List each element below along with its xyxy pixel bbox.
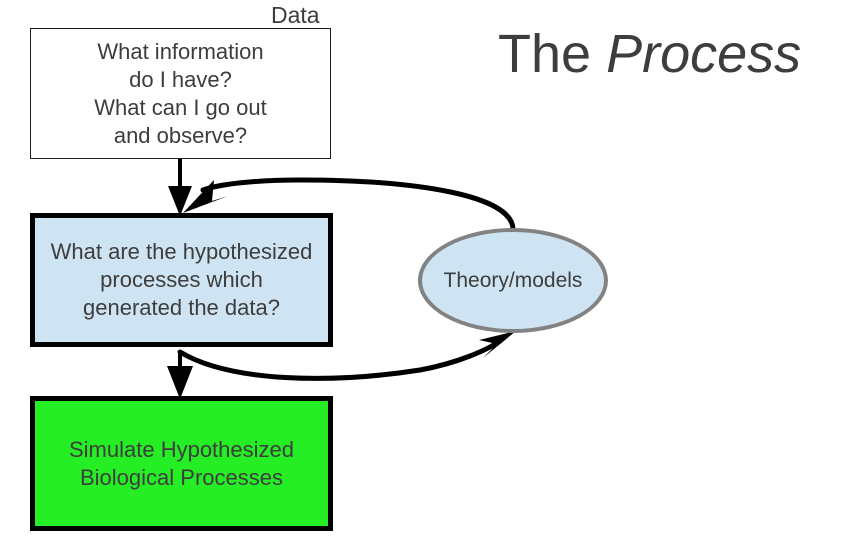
simulate-box-line-2: Biological Processes	[80, 464, 283, 490]
hypothesis-box[interactable]: What are the hypothesized processes whic…	[30, 213, 333, 347]
hypothesis-box-line-1: What are the hypothesized	[50, 239, 313, 264]
connector-theory-to-hypothesis	[183, 177, 516, 232]
data-box-text: What information do I have? What can I g…	[31, 38, 330, 150]
simulate-box[interactable]: Simulate Hypothesized Biological Process…	[30, 396, 333, 531]
title-italic-part: Process	[606, 24, 802, 84]
data-box[interactable]: What information do I have? What can I g…	[30, 28, 331, 159]
title-plain-part: The	[498, 24, 607, 84]
data-label: Data	[271, 2, 320, 28]
simulate-box-text: Simulate Hypothesized Biological Process…	[35, 436, 328, 492]
connector-hypothesis-to-theory	[177, 331, 516, 381]
data-box-line-4: and observe?	[113, 122, 248, 148]
connector-data-to-hypothesis	[168, 159, 192, 216]
data-box-line-3: What can I go out	[94, 94, 267, 120]
data-box-line-1: What information	[97, 38, 264, 64]
connector-hypothesis-to-simulate	[167, 352, 193, 399]
data-box-line-2: do I have?	[129, 66, 232, 92]
simulate-box-line-1: Simulate Hypothesized	[68, 436, 294, 462]
theory-models-label: Theory/models	[443, 268, 583, 292]
hypothesis-box-line-2: processes which	[100, 267, 263, 292]
theory-models-ellipse[interactable]: Theory/models	[418, 228, 608, 333]
hypothesis-box-line-3: generated the data?	[83, 295, 280, 320]
hypothesis-box-text: What are the hypothesized processes whic…	[35, 238, 328, 322]
page-title: The Process	[498, 22, 801, 86]
